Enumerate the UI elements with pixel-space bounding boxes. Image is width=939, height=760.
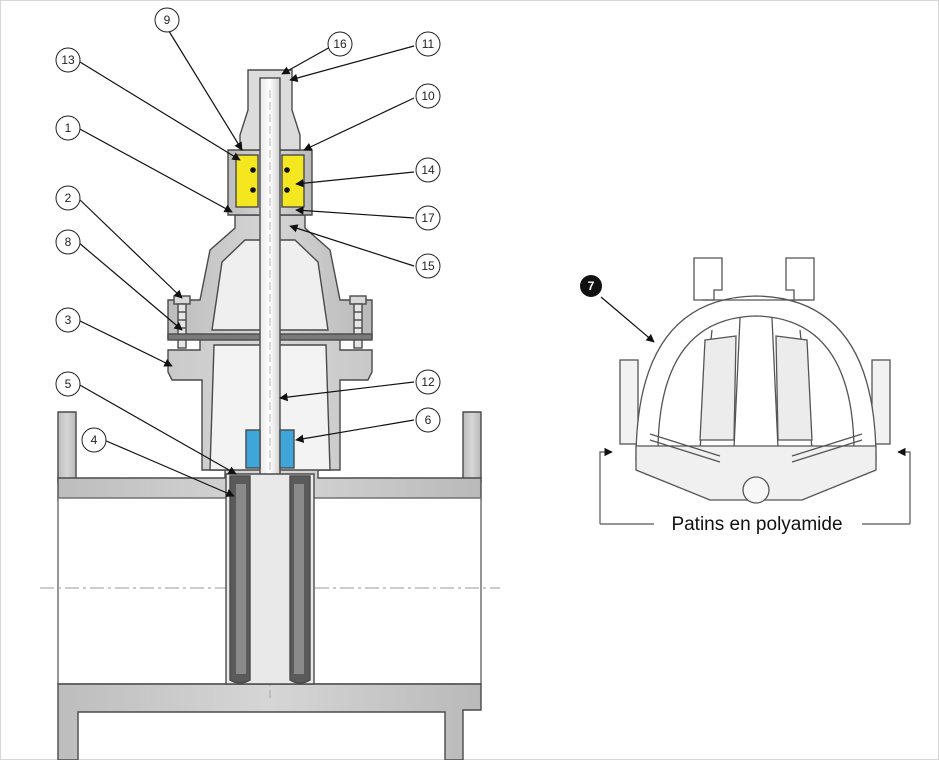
right-flange: [462, 411, 482, 483]
callout-5: 5: [55, 371, 81, 397]
detail-rib-shade-right: [775, 335, 813, 441]
svg-text:15: 15: [421, 259, 435, 273]
detail-rib-shade-left: [699, 335, 737, 441]
svg-text:8: 8: [65, 235, 72, 249]
callout-17: 17: [415, 205, 441, 231]
callout-12: 12: [415, 369, 441, 395]
callout-2: 2: [55, 185, 81, 211]
svg-text:14: 14: [421, 163, 435, 177]
callout-7: 7: [580, 275, 655, 343]
callout-11: 11: [415, 31, 441, 57]
svg-text:4: 4: [91, 433, 98, 447]
svg-text:10: 10: [421, 89, 435, 103]
callout-1: 1: [55, 115, 81, 141]
caption-text: Patins en polyamide: [671, 514, 842, 535]
detail-guide-right: [785, 257, 815, 301]
callout-14: 14: [415, 157, 441, 183]
body-base: [57, 683, 482, 760]
valve-section: [40, 69, 500, 760]
detail-pad-right: [871, 359, 891, 445]
svg-text:13: 13: [61, 53, 75, 67]
callout-15: 15: [415, 253, 441, 279]
callout-13: 13: [55, 47, 81, 73]
detail-dome: [635, 295, 877, 461]
callout-4: 4: [81, 427, 107, 453]
detail-dome-inner: [657, 315, 855, 449]
leader-lines: [77, 27, 415, 497]
detail-pad-left: [619, 359, 639, 445]
stem-nut-right: [279, 429, 295, 469]
detail-shoe: [635, 445, 877, 501]
svg-text:6: 6: [425, 413, 432, 427]
callout-10: 10: [415, 83, 441, 109]
left-flange: [57, 411, 77, 483]
svg-text:2: 2: [65, 191, 72, 205]
svg-text:9: 9: [164, 13, 171, 27]
detail-boss: [742, 476, 770, 504]
detail-guide-left: [693, 257, 723, 301]
svg-text:12: 12: [421, 375, 435, 389]
svg-text:5: 5: [65, 377, 72, 391]
seal-right: [281, 154, 305, 208]
seal-left: [235, 154, 259, 208]
svg-text:11: 11: [422, 37, 435, 51]
callout-9: 9: [154, 7, 180, 33]
svg-text:16: 16: [333, 37, 347, 51]
svg-text:1: 1: [65, 121, 72, 135]
wedge-detail: [619, 257, 891, 504]
svg-text:17: 17: [421, 211, 435, 225]
stem-nut-left: [245, 429, 261, 469]
callouts: 9 13 1 2 8 3 5 4 16 11 10 14 17 15 12 6: [55, 7, 441, 453]
callout-6: 6: [415, 407, 441, 433]
caption-bracket: [599, 447, 911, 525]
svg-text:7: 7: [588, 279, 595, 293]
callout-16: 16: [327, 31, 353, 57]
callout-3: 3: [55, 307, 81, 333]
svg-text:3: 3: [65, 313, 72, 327]
callout-8: 8: [55, 229, 81, 255]
